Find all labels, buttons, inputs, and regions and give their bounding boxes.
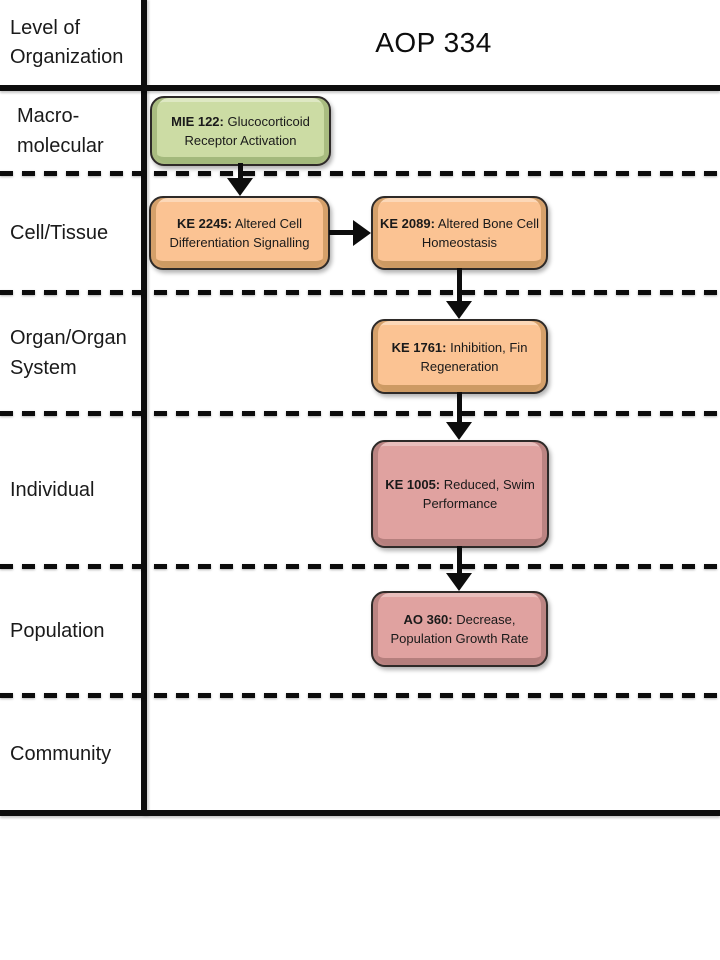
node-ao-360: AO 360: Decrease, Population Growth Rate xyxy=(371,591,548,667)
node-ke-2245: KE 2245: Altered Cell Differentiation Si… xyxy=(149,196,330,270)
node-mie-122-id: MIE 122: xyxy=(171,114,224,129)
node-ke-1005: KE 1005: Reduced, Swim Performance xyxy=(371,440,549,548)
level-label-community: Community xyxy=(10,743,112,765)
header-underline xyxy=(0,85,720,91)
node-ke-1761-label: Inhibition, Fin Regeneration xyxy=(420,339,528,374)
node-ke-2245-text: KE 2245: Altered Cell Differentiation Si… xyxy=(158,214,321,252)
node-ke-1761: KE 1761: Inhibition, Fin Regeneration xyxy=(371,319,548,394)
node-ao-360-id: AO 360: xyxy=(403,612,453,627)
diagram-title: AOP 334 xyxy=(375,26,492,58)
level-label-population: Population xyxy=(10,620,105,642)
level-separator-4 xyxy=(0,564,720,569)
level-label-individual: Individual xyxy=(10,479,95,501)
node-mie-122: MIE 122: Glucocorticoid Receptor Activat… xyxy=(150,96,331,166)
column-divider-line xyxy=(141,0,147,816)
node-ao-360-text: AO 360: Decrease, Population Growth Rate xyxy=(380,610,539,648)
node-ke-1005-label: Reduced, Swim Performance xyxy=(422,477,535,511)
bottom-border-line xyxy=(0,810,720,816)
node-ke-2089-label: Altered Bone Cell Homeostasis xyxy=(421,216,539,250)
node-ke-2089: KE 2089: Altered Bone Cell Homeostasis xyxy=(371,196,548,270)
node-ke-1761-id: KE 1761: xyxy=(391,339,447,355)
level-column-header: Level of Organization xyxy=(10,16,124,68)
node-ke-1005-text: KE 1005: Reduced, Swim Performance xyxy=(380,475,540,513)
level-separator-1 xyxy=(0,171,720,176)
node-ke-2089-text: KE 2089: Altered Bone Cell Homeostasis xyxy=(380,214,539,252)
level-separator-5 xyxy=(0,693,720,698)
level-label-cell-tissue: Cell/Tissue xyxy=(10,222,109,244)
level-separator-2 xyxy=(0,290,720,295)
node-ke-1005-id: KE 1005: xyxy=(385,477,441,492)
node-ke-1761-text: KE 1761: Inhibition, Fin Regeneration xyxy=(380,338,539,376)
node-ke-2245-label: Altered Cell Differentiation Signalling xyxy=(169,216,310,250)
node-ao-360-label: Decrease, Population Growth Rate xyxy=(390,612,529,646)
node-ke-2245-id: KE 2245: xyxy=(176,216,232,231)
level-label-organ-system: Organ/Organ System xyxy=(10,327,127,379)
node-mie-122-text: MIE 122: Glucocorticoid Receptor Activat… xyxy=(159,112,322,150)
node-ke-2089-id: KE 2089: xyxy=(380,216,435,231)
node-mie-122-label: Glucocorticoid Receptor Activation xyxy=(184,114,310,148)
level-separator-3 xyxy=(0,411,720,416)
level-label-macro-molecular: Macro- molecular xyxy=(17,105,104,157)
